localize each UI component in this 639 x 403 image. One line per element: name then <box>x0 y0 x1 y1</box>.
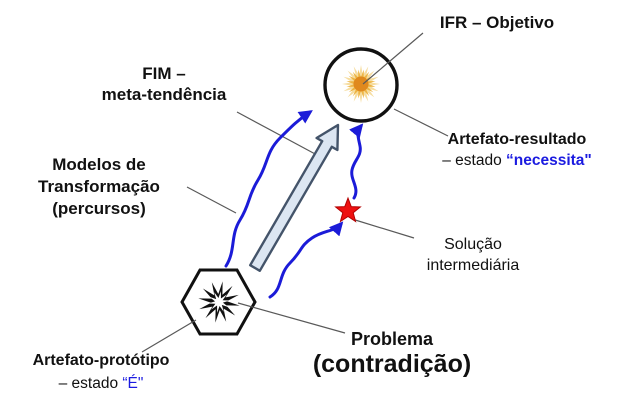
estado-necessita-value: “necessita" <box>506 152 592 169</box>
artefato-resultado-label: Artefato-resultado – estado “necessita" <box>442 129 592 171</box>
ifr-label: IFR – Objetivo <box>439 13 555 32</box>
connector-circle-to-resultado <box>393 108 449 137</box>
contradicao-title: (contradição) <box>312 350 472 378</box>
connector-hexagon-to-prototipo <box>141 319 197 353</box>
explosion-icon <box>198 281 240 323</box>
sun-burst-icon <box>342 65 380 103</box>
big-arrow-icon <box>248 123 340 272</box>
estado-e-value: “É" <box>122 375 144 392</box>
wavy-arrow-to-star <box>268 221 344 299</box>
modelos-line2: Transformação <box>38 177 160 196</box>
problema-label: Problema (contradição) <box>313 328 471 378</box>
wavy-arrow-star-to-goal <box>349 123 364 200</box>
problema-title: Problema <box>350 329 434 349</box>
modelos-line3: (percursos) <box>52 199 146 218</box>
artefato-prototipo-title: Artefato-protótipo <box>32 352 170 369</box>
artefato-resultado-title: Artefato-resultado <box>447 131 587 148</box>
sun-core <box>353 76 369 92</box>
connector-star-to-solucao <box>351 218 415 239</box>
fim-line2: meta-tendência <box>101 85 227 104</box>
connector-ifr-to-circle <box>362 32 424 85</box>
solucao-line2: intermediária <box>426 257 520 274</box>
red-star-icon <box>334 196 362 223</box>
estado-prefix: – estado <box>58 375 123 392</box>
solucao-line1: Solução <box>444 236 502 253</box>
estado-prefix: – estado <box>442 152 507 169</box>
modelos-label: Modelos de Transformação (percursos) <box>38 154 160 220</box>
explosion-inner <box>208 291 230 313</box>
artefato-resultado-estado: – estado “necessita" <box>442 150 592 171</box>
connector-hexagon-to-problema <box>237 302 346 334</box>
wavy-arrow-left <box>224 110 313 268</box>
connector-modelos-to-path <box>186 186 237 214</box>
connector-fim-to-arrow <box>236 111 318 156</box>
solucao-label: Solução intermediária <box>427 234 519 276</box>
modelos-line1: Modelos de <box>52 155 146 174</box>
artefato-prototipo-label: Artefato-protótipo – estado “É" <box>33 349 170 395</box>
fim-line1: FIM – <box>142 64 186 83</box>
fim-label: FIM – meta-tendência <box>102 63 227 105</box>
prototipo-estado: – estado “É" <box>33 372 170 395</box>
